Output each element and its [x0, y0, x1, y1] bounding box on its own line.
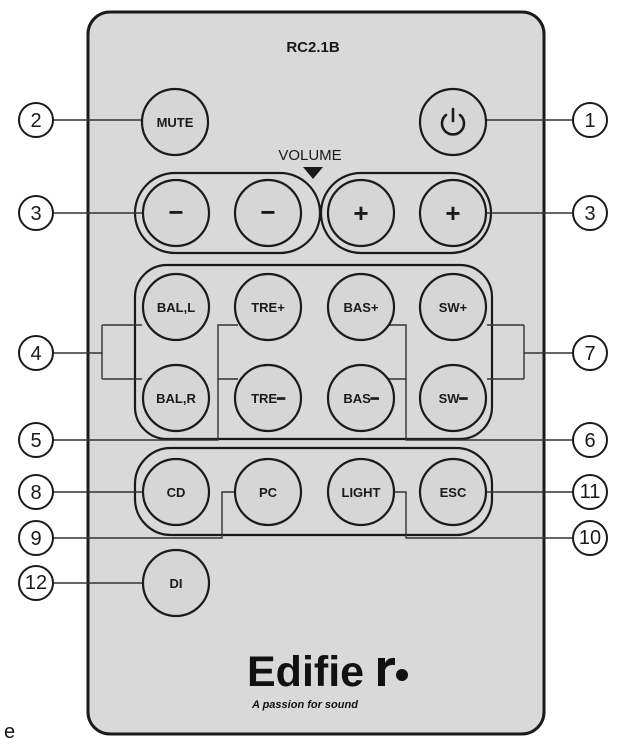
- volume-down-button-1[interactable]: −: [141, 178, 211, 248]
- volume-down-label-1: −: [168, 197, 183, 227]
- di-label: DI: [170, 576, 183, 591]
- svg-text:4: 4: [30, 343, 41, 365]
- bal-l-button[interactable]: BAL,L: [141, 272, 211, 342]
- volume-arrow-icon: [303, 167, 323, 179]
- svg-text:6: 6: [584, 430, 595, 452]
- brand-r-icon: [378, 657, 395, 686]
- volume-down-button-2[interactable]: −: [233, 178, 303, 248]
- leader-lines: [53, 119, 573, 584]
- bal-r-label: BAL,R: [156, 391, 196, 406]
- callout-2: 2: [18, 102, 54, 138]
- svg-text:2: 2: [30, 110, 41, 132]
- mute-button-label: MUTE: [157, 115, 194, 130]
- brand-dot-icon: [396, 669, 408, 681]
- bas-plus-button[interactable]: BAS+: [326, 272, 396, 342]
- bas-minus-button[interactable]: BAS━: [326, 363, 396, 433]
- callout-1: 1: [572, 102, 608, 138]
- leader-c5: [53, 324, 238, 441]
- svg-text:8: 8: [30, 482, 41, 504]
- leader-c7: [487, 324, 573, 380]
- tre-plus-label: TRE+: [251, 300, 285, 315]
- light-button[interactable]: LIGHT: [326, 457, 396, 527]
- volume-up-label-1: +: [353, 198, 368, 228]
- sw-minus-button[interactable]: SW━: [418, 363, 488, 433]
- leader-c10: [390, 491, 573, 539]
- callout-11: 11: [572, 474, 608, 510]
- volume-label: VOLUME: [278, 147, 341, 164]
- callout-3-right: 3: [572, 195, 608, 231]
- callout-4: 4: [18, 335, 54, 371]
- leader-c4: [53, 324, 142, 380]
- callout-5: 5: [18, 422, 54, 458]
- svg-text:9: 9: [30, 528, 41, 550]
- tone-group: [133, 263, 494, 441]
- tre-minus-label: TRE━: [251, 391, 286, 406]
- buttons: MUTE − − + + BAL,L: [140, 87, 488, 618]
- svg-text:7: 7: [584, 343, 595, 365]
- bal-l-label: BAL,L: [157, 300, 195, 315]
- callout-3-left: 3: [18, 195, 54, 231]
- pc-label: PC: [259, 485, 278, 500]
- cd-button[interactable]: CD: [141, 457, 211, 527]
- bas-plus-label: BAS+: [343, 300, 378, 315]
- sw-plus-button[interactable]: SW+: [418, 272, 488, 342]
- svg-text:10: 10: [579, 527, 601, 549]
- sw-plus-label: SW+: [439, 300, 468, 315]
- di-button[interactable]: DI: [141, 548, 211, 618]
- svg-text:3: 3: [30, 203, 41, 225]
- sw-minus-label: SW━: [439, 391, 469, 406]
- pc-button[interactable]: PC: [233, 457, 303, 527]
- power-icon: [440, 107, 466, 136]
- mute-button[interactable]: MUTE: [140, 87, 210, 157]
- brand-tagline: A passion for sound: [251, 699, 358, 711]
- brand-name: Edifie: [247, 648, 364, 696]
- svg-text:12: 12: [25, 572, 47, 594]
- volume-up-button-1[interactable]: +: [326, 178, 396, 248]
- brand-logo: Edifie A passion for sound: [247, 648, 408, 711]
- cd-label: CD: [167, 485, 186, 500]
- esc-label: ESC: [440, 485, 467, 500]
- volume-up-button-2[interactable]: +: [418, 178, 488, 248]
- svg-text:11: 11: [580, 481, 601, 503]
- light-label: LIGHT: [342, 485, 381, 500]
- callout-10: 10: [572, 520, 608, 556]
- tre-minus-button[interactable]: TRE━: [233, 363, 303, 433]
- callout-8: 8: [18, 474, 54, 510]
- callout-9: 9: [18, 520, 54, 556]
- callout-7: 7: [572, 335, 608, 371]
- svg-text:5: 5: [30, 430, 41, 452]
- bas-minus-label: BAS━: [343, 391, 379, 406]
- power-button[interactable]: [418, 87, 488, 157]
- tre-plus-button[interactable]: TRE+: [233, 272, 303, 342]
- volume-down-label-2: −: [260, 197, 275, 227]
- model-name: RC2.1B: [286, 39, 340, 56]
- esc-button[interactable]: ESC: [418, 457, 488, 527]
- callout-12: 12: [18, 565, 54, 601]
- svg-text:1: 1: [584, 110, 595, 132]
- leader-c9: [53, 491, 238, 539]
- callout-6: 6: [572, 422, 608, 458]
- volume-up-label-2: +: [445, 198, 460, 228]
- svg-text:3: 3: [584, 203, 595, 225]
- bal-r-button[interactable]: BAL,R: [141, 363, 211, 433]
- callouts: 2 1 3 3 4 7 5 6: [18, 102, 608, 601]
- edge-text: e: [4, 721, 15, 743]
